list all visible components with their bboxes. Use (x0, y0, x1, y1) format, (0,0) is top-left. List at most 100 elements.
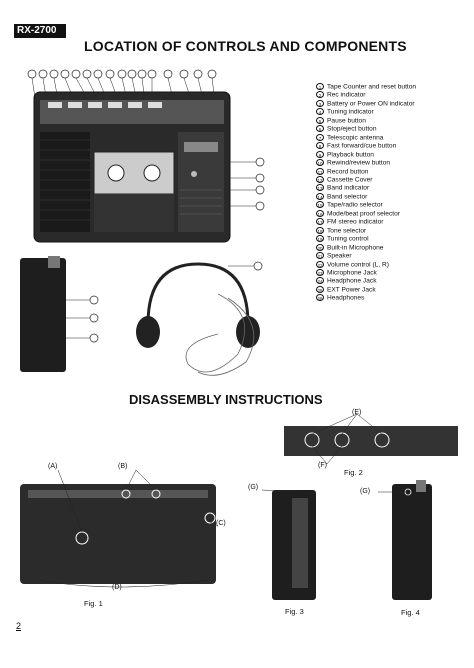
legend-item-number: 20 (316, 243, 324, 251)
legend-item-number: 7 (316, 133, 324, 141)
fig4-caption: Fig. 4 (401, 608, 420, 617)
radio-front-illustration (27, 69, 265, 243)
legend-item-label: Tone selector (327, 226, 367, 234)
fig3-illustration (261, 489, 316, 600)
legend-item-number: 24 (316, 277, 324, 285)
headphones-illustration (136, 261, 263, 376)
legend-item-number: 17 (316, 218, 324, 226)
page-title: LOCATION OF CONTROLS AND COMPONENTS (84, 38, 407, 54)
legend-item-number: 18 (316, 226, 324, 234)
legend-item-label: Headphone Jack (327, 277, 377, 285)
page-number: 2 (16, 621, 22, 631)
legend-item-label: Rewind/review button (327, 159, 391, 167)
legend-item-number: 16 (316, 209, 324, 217)
legend-item-number: 9 (316, 150, 324, 158)
legend-item-label: FM stereo indicator (327, 218, 384, 226)
legend-item-number: 3 (316, 99, 324, 107)
fig1-label-a: (A) (48, 463, 58, 470)
legend-item-label: Stop/eject button (327, 125, 377, 133)
legend-item-number: 13 (316, 184, 324, 192)
legend-item-label: Tape Counter and reset button (327, 83, 417, 91)
legend-item-label: Tuning indicator (327, 108, 374, 116)
fig3-caption: Fig. 3 (285, 607, 304, 616)
legend-item-label: Tape/radio selector (327, 201, 383, 209)
legend-item-number: 21 (316, 252, 324, 260)
model-tag: RX-2700 (14, 24, 66, 38)
fig4-illustration (378, 480, 432, 600)
legend-item-number: 4 (316, 108, 324, 116)
legend-item-number: 10 (316, 159, 324, 167)
legend-item-number: 15 (316, 201, 324, 209)
legend-item-number: 19 (316, 235, 324, 243)
legend-item-label: Built-in Microphone (327, 243, 384, 251)
fig2-caption: Fig. 2 (344, 468, 363, 477)
legend-item-label: Cassette Cover (327, 176, 373, 184)
radio-side-illustration (20, 256, 99, 372)
legend-item-label: EXT Power Jack (327, 286, 376, 294)
fig4-label-g: (G) (360, 488, 371, 495)
legend-item-label: Band selector (327, 193, 368, 201)
fig2-label-f: (F) (318, 462, 327, 469)
fig1-label-b: (B) (118, 463, 128, 470)
legend-item-label: Telescopic antenna (327, 133, 384, 141)
legend-item-number: 25 (316, 285, 324, 293)
fig1-label-d: (D) (112, 584, 122, 591)
legend-item-number: 1 (316, 83, 324, 90)
legend-item-label: Rec indicator (327, 91, 366, 99)
legend-item-number: 11 (316, 167, 324, 175)
fig3-label-g: (G) (248, 484, 259, 491)
fig2-label-e: (E) (352, 409, 362, 416)
disassembly-title: DISASSEMBLY INSTRUCTIONS (129, 392, 323, 407)
legend-item-number: 6 (316, 125, 324, 133)
legend-item-label: Fast forward/cue button (327, 142, 397, 150)
legend-item-number: 22 (316, 260, 324, 268)
legend-item-number: 26 (316, 294, 324, 302)
fig1-caption: Fig. 1 (84, 599, 103, 608)
legend-item-label: Volume control (L, R) (327, 260, 389, 268)
legend-item-label: Mode/beat proof selector (327, 210, 400, 218)
legend-item-label: Record button (327, 167, 369, 175)
legend-item-number: 2 (316, 91, 324, 99)
fig2-illustration (284, 413, 458, 465)
legend-item-number: 14 (316, 192, 324, 200)
legend-item-label: Playback button (327, 150, 374, 158)
legend-item-number: 5 (316, 116, 324, 124)
legend-item-label: Tuning control (327, 235, 369, 243)
legend-item-number: 12 (316, 175, 324, 183)
fig1-label-c: (C) (216, 520, 226, 527)
legend-item-label: Pause button (327, 117, 366, 125)
legend-item-label: Band indicator (327, 184, 370, 192)
legend-item-label: Microphone Jack (327, 269, 377, 277)
legend-item-number: 23 (316, 268, 324, 276)
legend-item-label: Battery or Power ON indicator (327, 100, 415, 108)
legend-item-label: Headphones (327, 294, 365, 302)
fig1-illustration (20, 469, 219, 588)
